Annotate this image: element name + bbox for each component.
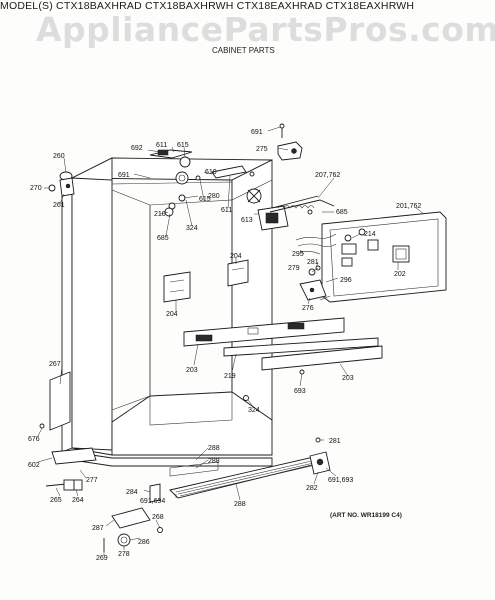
callout: 264	[72, 497, 84, 504]
callout: 281	[307, 259, 319, 266]
callout: 324	[248, 407, 260, 414]
heater-tube	[269, 195, 335, 213]
callout: 203	[342, 375, 354, 382]
bracket-204-right	[227, 259, 249, 287]
callout: 611	[156, 142, 167, 149]
screws-misc	[243, 171, 313, 401]
callout: 279	[288, 265, 300, 272]
callout: 324	[186, 225, 198, 232]
callout: 691,694	[140, 498, 165, 505]
callout: 286	[138, 539, 150, 546]
callout: 203	[186, 367, 198, 374]
clip-284	[149, 483, 161, 503]
callout: 691	[118, 172, 130, 179]
callout: 288	[234, 501, 246, 508]
callout: 693	[294, 388, 306, 395]
control-panel	[319, 211, 447, 303]
callout: 280	[208, 193, 220, 200]
callout: 295	[292, 251, 304, 258]
callout: 260	[53, 153, 65, 160]
model-list-header: MODEL(S) CTX18BAXHRAD CTX18BAXHRWH CTX18…	[0, 0, 415, 12]
bracket-204-left	[163, 271, 191, 303]
callout: 261	[53, 202, 65, 209]
callout: 275	[256, 146, 268, 153]
callout: 615	[177, 142, 189, 149]
hinge-pin-assembly	[48, 171, 75, 197]
bracket-275	[277, 123, 303, 161]
callout: 201,762	[396, 203, 421, 210]
callout: 210	[154, 211, 166, 218]
callout: 685	[336, 209, 348, 216]
callout: 602	[28, 462, 40, 469]
callout: 268	[152, 514, 164, 521]
callout: 276	[302, 305, 314, 312]
callout: 269	[96, 555, 108, 562]
mullion-trim-lower	[261, 345, 383, 371]
mullion-trim-upper	[183, 317, 345, 347]
callout: 204	[230, 253, 242, 260]
section-title: CABINET PARTS	[212, 46, 275, 55]
fan-assembly	[246, 188, 289, 231]
leveler-265-264	[45, 479, 83, 491]
callout: 219	[224, 373, 236, 380]
callout: 691,693	[328, 477, 353, 484]
callout: 214	[364, 231, 376, 238]
callout: 204	[166, 311, 178, 318]
base-grille-288	[169, 455, 325, 499]
callout: 278	[118, 551, 130, 558]
callout: 296	[340, 277, 352, 284]
leader-lines	[37, 126, 425, 556]
callout: 207,762	[315, 172, 340, 179]
art-number: (ART NO. WR18199 C4)	[330, 512, 402, 519]
callout: 676	[28, 436, 40, 443]
callout: 287	[92, 525, 104, 532]
callout: 288	[208, 445, 220, 452]
callout: 282	[306, 485, 318, 492]
watermark: AppliancePartsPros.com	[36, 10, 495, 49]
callout: 685	[157, 235, 169, 242]
callout: 265	[50, 497, 62, 504]
callout: 692	[131, 145, 143, 152]
callout: 284	[126, 489, 138, 496]
callout: 610	[205, 169, 217, 176]
callout: 202	[394, 271, 406, 278]
callout: 615	[199, 196, 211, 203]
side-panel-267	[49, 371, 71, 431]
callout: 267	[49, 361, 61, 368]
callout: 691	[251, 129, 263, 136]
callout-labels: 691 275 692 611 615 260 691 610 207,762 …	[28, 129, 421, 562]
top-hinge-assembly	[149, 149, 247, 217]
callout: 277	[86, 477, 98, 484]
callout: 288	[208, 458, 220, 465]
callout: 281	[329, 438, 341, 445]
hardware-676-602	[39, 423, 97, 465]
bracket-276	[299, 279, 327, 301]
callout: 611	[221, 207, 232, 214]
callout: 613	[241, 217, 253, 224]
callout: 270	[30, 185, 42, 192]
